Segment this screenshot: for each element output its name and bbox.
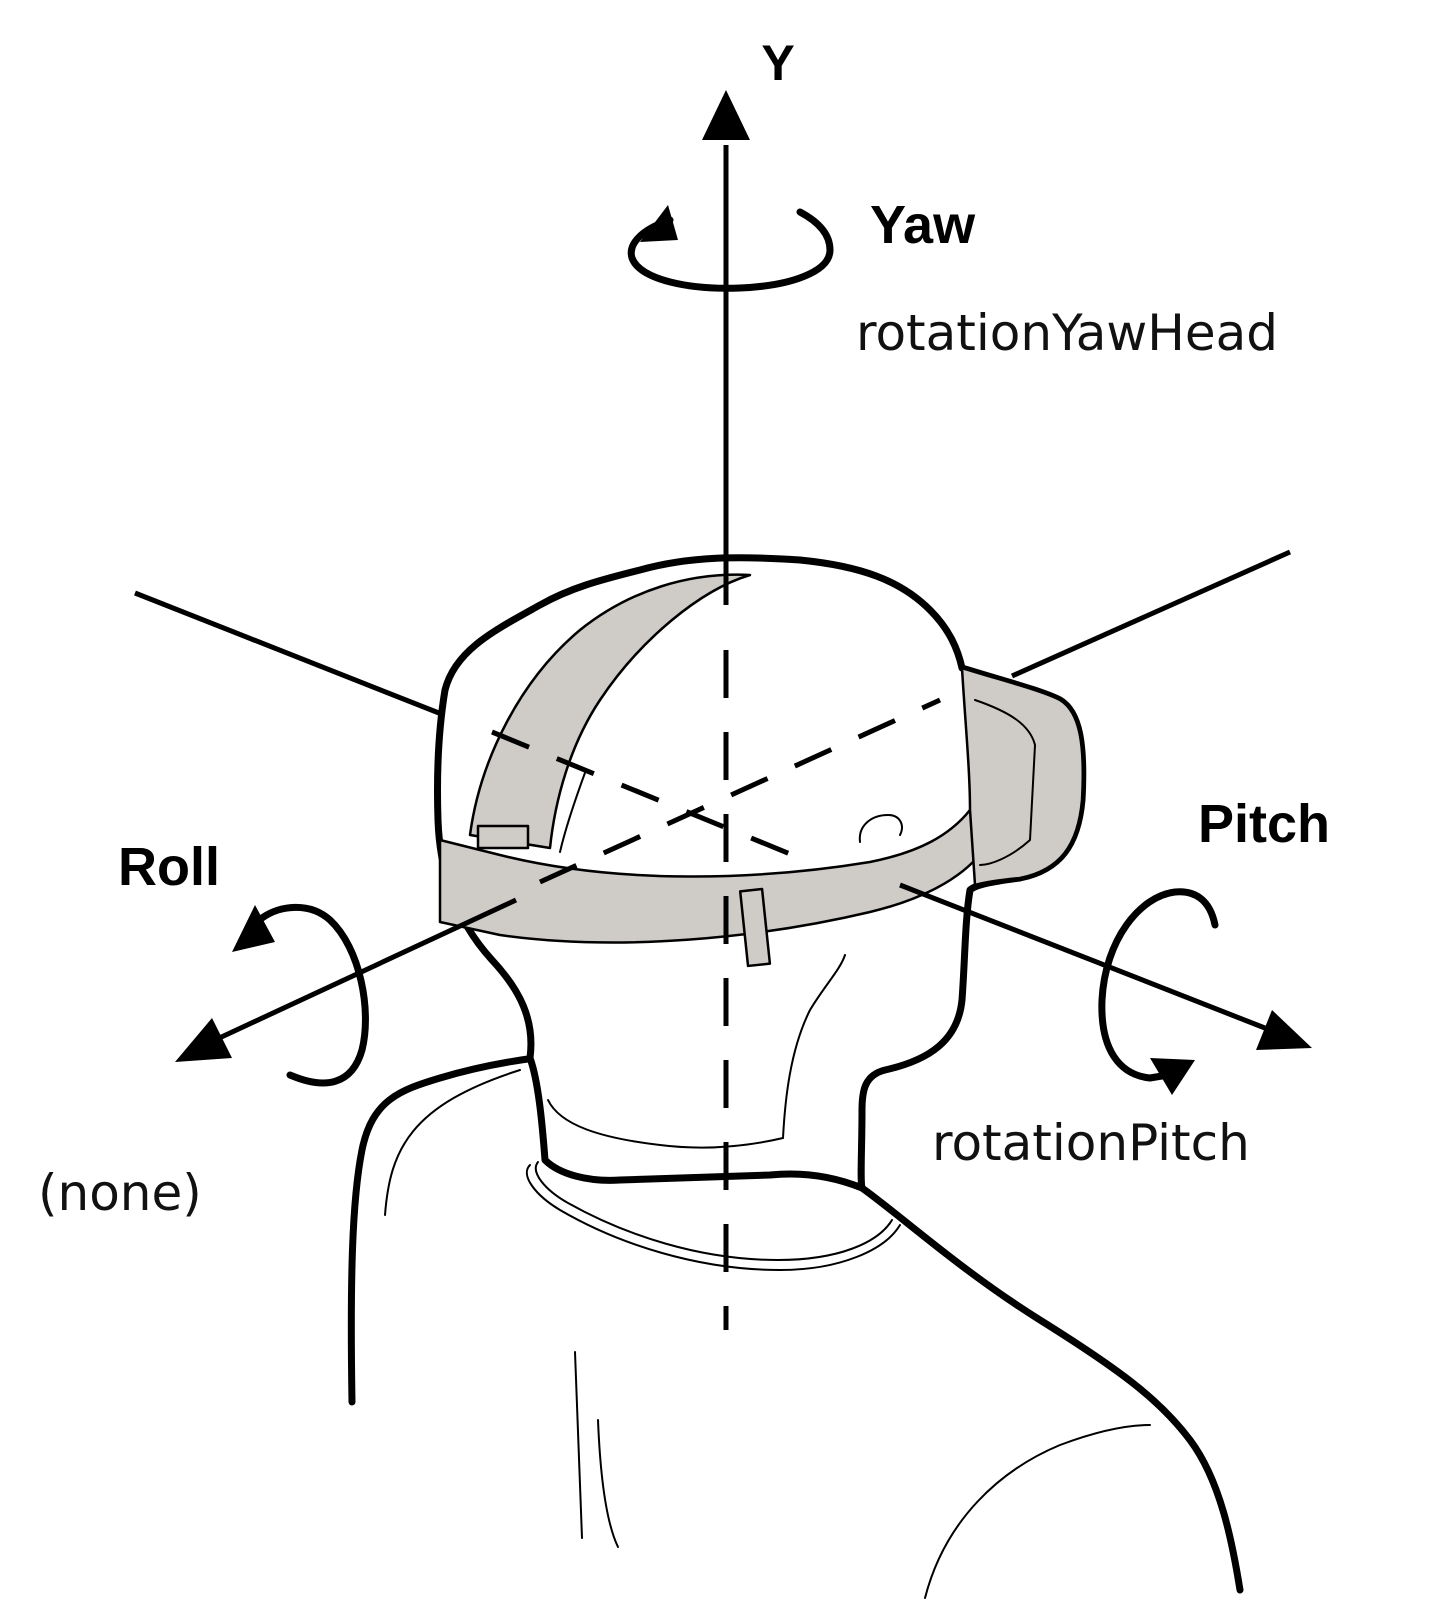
- roll-axis-arrowhead-icon: [175, 1018, 232, 1062]
- roll-label: Roll: [118, 837, 220, 897]
- pitch-rotation-arrow-icon: [1098, 888, 1219, 1095]
- pitch-axis-arrowhead-icon: [1256, 1010, 1312, 1050]
- headset-band: [438, 666, 1085, 968]
- roll-rotation-arrow-icon: [232, 903, 369, 1087]
- pitch-field-label: rotationPitch: [932, 1114, 1250, 1172]
- pitch-label: Pitch: [1198, 794, 1330, 854]
- yaw-rotation-arrow-icon: [627, 205, 834, 292]
- y-axis-label: Y: [761, 35, 794, 91]
- y-axis-arrowhead-icon: [702, 90, 750, 140]
- pitch-dashed-axis: [538, 697, 942, 885]
- roll-field-label: (none): [38, 1164, 202, 1222]
- roll-axis-back: [134, 590, 445, 718]
- roll-axis-front: [213, 897, 518, 1043]
- roll-dashed-axis: [491, 729, 801, 861]
- pitch-axis-front: [899, 882, 1271, 1033]
- torso: [347, 1054, 1244, 1599]
- yaw-label: Yaw: [870, 195, 976, 255]
- headset-top-strap: [468, 573, 752, 853]
- yaw-field-label: rotationYawHead: [856, 304, 1278, 362]
- pitch-axis-back: [1010, 549, 1292, 679]
